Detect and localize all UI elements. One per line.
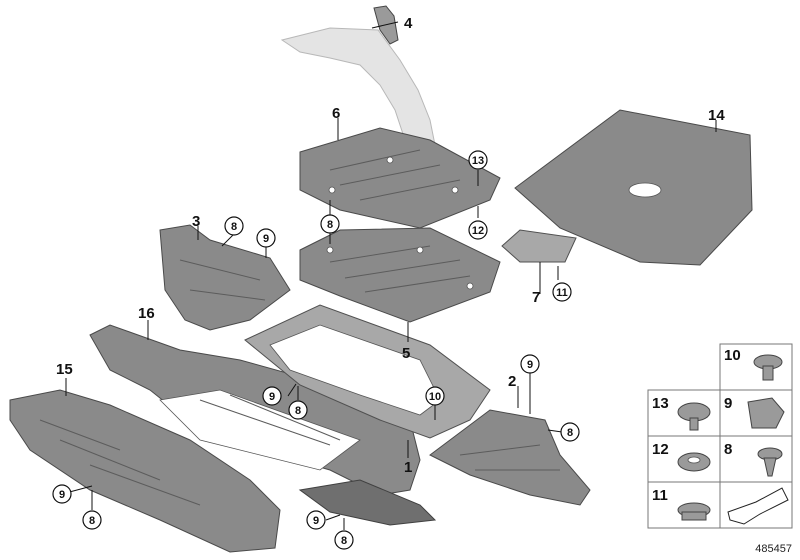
svg-text:9: 9 <box>269 391 275 403</box>
callout-1: 1 <box>404 459 412 476</box>
callout-2: 2 <box>508 373 516 390</box>
callout-circle-11-part7: 11 <box>552 282 572 302</box>
callout-circle-8-part1: 8 <box>334 530 354 550</box>
svg-text:11: 11 <box>556 287 568 299</box>
svg-text:8: 8 <box>341 535 347 547</box>
part-3-side-shield <box>159 224 291 331</box>
callout-circle-8-part3: 8 <box>224 216 244 236</box>
callout-circle-8-part2: 8 <box>560 422 580 442</box>
callout-circle-9-part15: 9 <box>52 484 72 504</box>
svg-text:9: 9 <box>59 489 65 501</box>
callout-circle-8-part6: 8 <box>320 214 340 234</box>
circled-callouts: 13 12 8 8 9 11 9 8 <box>52 150 580 550</box>
svg-text:8: 8 <box>89 515 95 527</box>
callout-14: 14 <box>708 107 725 124</box>
part-7-small-plate <box>501 229 577 263</box>
part-1-frame-shield <box>244 304 491 439</box>
callout-16: 16 <box>138 305 155 322</box>
callout-circle-13: 13 <box>468 150 488 170</box>
part-5-lower-shield <box>299 227 501 323</box>
svg-text:13: 13 <box>652 395 669 412</box>
legend-cell-11: 11 <box>652 487 711 521</box>
legend-cell-13: 13 <box>652 395 711 431</box>
callout-15: 15 <box>56 361 73 378</box>
svg-text:12: 12 <box>472 225 484 237</box>
callout-circle-12: 12 <box>468 220 488 240</box>
fastener-legend: 10 13 9 12 8 11 <box>647 343 793 529</box>
callout-circle-9-part3: 9 <box>256 228 276 248</box>
callout-circle-10: 10 <box>425 386 445 406</box>
svg-text:10: 10 <box>724 347 741 364</box>
svg-text:8: 8 <box>327 219 333 231</box>
legend-cell-9: 9 <box>724 395 785 429</box>
legend-cell-12: 12 <box>652 441 711 472</box>
callout-4: 4 <box>404 15 413 32</box>
callout-7: 7 <box>532 289 540 306</box>
leader-lines <box>61 21 717 530</box>
callout-circle-9-part1: 9 <box>306 510 326 530</box>
part-2-corner-shield <box>429 409 591 506</box>
part-6-upper-shield <box>299 127 501 229</box>
legend-cell-8: 8 <box>724 441 783 477</box>
callout-circle-8-part16: 8 <box>288 400 308 420</box>
callout-labels: 4 6 14 3 7 5 16 15 2 1 <box>56 15 725 476</box>
callout-circle-9-part16: 9 <box>262 386 282 406</box>
svg-text:9: 9 <box>313 515 319 527</box>
svg-text:9: 9 <box>724 395 732 412</box>
svg-text:10: 10 <box>429 391 441 403</box>
svg-text:13: 13 <box>472 155 484 167</box>
svg-text:9: 9 <box>527 359 533 371</box>
svg-text:8: 8 <box>724 441 732 458</box>
legend-cell-10: 10 <box>724 347 783 381</box>
callout-6: 6 <box>332 105 340 122</box>
svg-text:9: 9 <box>263 233 269 245</box>
part-1-lower-extension <box>298 479 437 526</box>
svg-text:8: 8 <box>567 427 573 439</box>
part-14-large-panel <box>514 109 753 266</box>
part-16-front-cover <box>89 324 421 496</box>
reference-number: 485457 <box>755 543 792 555</box>
legend-cell-arrow <box>727 487 789 525</box>
svg-text:11: 11 <box>652 487 668 504</box>
svg-text:12: 12 <box>652 441 669 458</box>
part-15-front-lip <box>9 389 281 553</box>
svg-text:8: 8 <box>295 405 301 417</box>
callout-5: 5 <box>402 345 410 362</box>
callout-circle-9-part2: 9 <box>520 354 540 374</box>
callout-3: 3 <box>192 213 200 230</box>
svg-text:8: 8 <box>231 221 237 233</box>
callout-circle-8-part15: 8 <box>82 510 102 530</box>
